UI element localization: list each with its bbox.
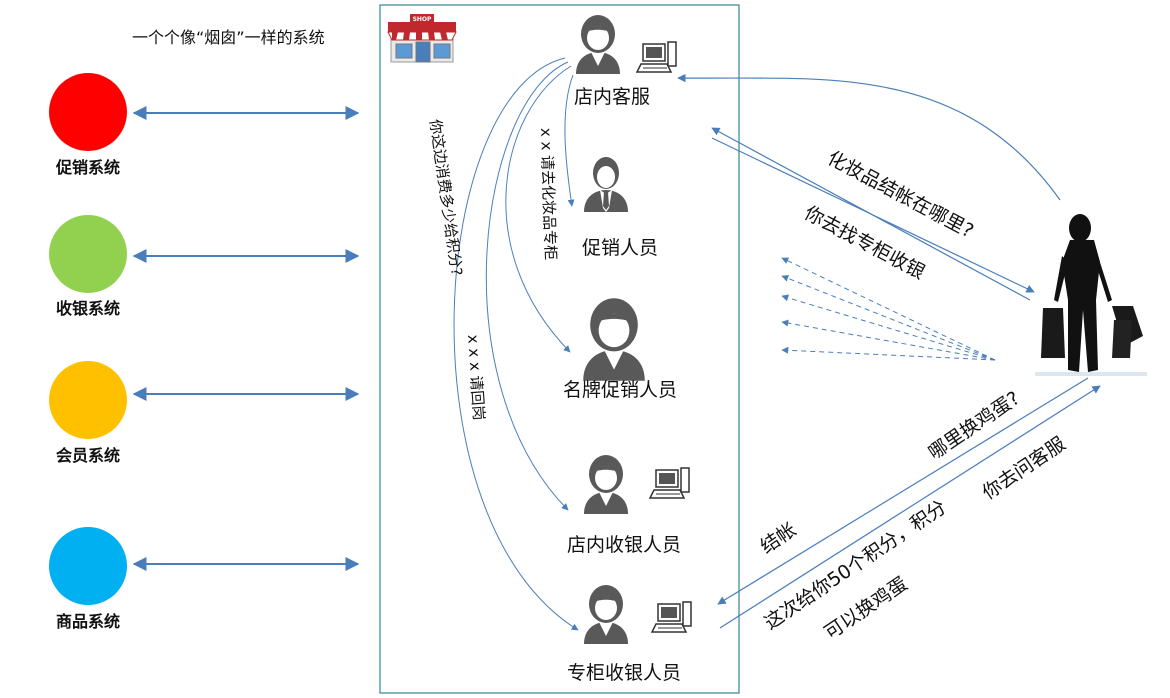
computer-icon — [649, 467, 690, 499]
system-product: 商品系统 — [49, 527, 127, 631]
woman-icon — [583, 298, 645, 381]
system-promotion-circle — [49, 73, 127, 151]
dashed-arrows — [781, 257, 996, 361]
system-promotion-label: 促销系统 — [55, 158, 120, 177]
role-counter-cashier-label: 专柜收银人员 — [567, 662, 681, 684]
system-checkout-label: 收银系统 — [56, 299, 120, 318]
msg-return-post: x x x 请回岗 — [464, 334, 488, 421]
arrow-customer-to-counter-cashier — [717, 377, 1089, 605]
woman-icon — [584, 455, 628, 514]
arrow-customer-to-service — [677, 73, 1061, 201]
role-promoter: 促销人员 — [582, 157, 658, 259]
computer-icon — [651, 601, 692, 633]
woman-icon — [576, 15, 620, 74]
woman-icon — [584, 585, 628, 644]
inner-arrows — [453, 57, 579, 631]
arrow-service-to-customer-2 — [711, 137, 1035, 293]
system-checkout-circle — [49, 215, 127, 293]
system-checkout: 收银系统 — [49, 215, 127, 318]
role-promoter-label: 促销人员 — [582, 237, 658, 259]
system-member-circle — [49, 361, 127, 439]
msg-ask-service: 你去问客服 — [978, 433, 1069, 504]
shop-icon: SHOP — [387, 14, 457, 63]
system-product-label: 商品系统 — [56, 612, 120, 631]
msg-checkout: 结帐 — [756, 519, 800, 558]
customer-silhouette — [1035, 214, 1147, 376]
msg-go-counter-inner: x x 请去化妆品专柜 — [537, 128, 560, 261]
system-promotion: 促销系统 — [49, 73, 127, 177]
computer-icon — [636, 41, 677, 73]
diagram-title: 一个个像“烟囱”一样的系统 — [132, 28, 325, 47]
msg-ask-points: 你这边消费多少给积分? — [426, 118, 466, 277]
system-member: 会员系统 — [49, 361, 127, 465]
shop-sign-text: SHOP — [413, 16, 432, 23]
system-product-circle — [49, 527, 127, 605]
man-icon — [584, 157, 628, 212]
role-cashier-label: 店内收银人员 — [567, 534, 681, 556]
role-customer-service-label: 店内客服 — [574, 86, 650, 108]
role-counter-cashier: 专柜收银人员 — [567, 585, 692, 684]
role-brand-promoter: 名牌促销人员 — [563, 298, 677, 401]
system-member-label: 会员系统 — [56, 446, 120, 465]
msg-go-counter: 你去找专柜收银 — [801, 202, 929, 284]
role-customer-service: 店内客服 — [574, 15, 677, 108]
arrow-counter-cashier-to-customer — [719, 385, 1101, 629]
role-cashier: 店内收银人员 — [567, 455, 690, 556]
role-brand-promoter-label: 名牌促销人员 — [563, 379, 677, 401]
store-box — [379, 4, 740, 694]
